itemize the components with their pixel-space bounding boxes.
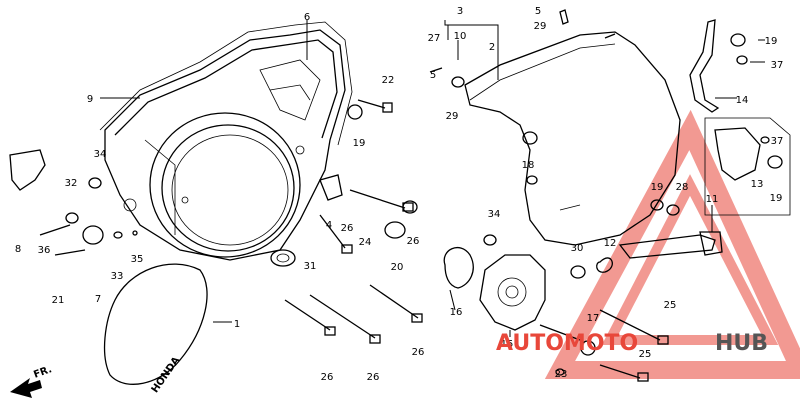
part-number-label: 1 [234, 319, 240, 330]
part-number-label: 2 [489, 42, 495, 53]
part-number-label: 27 [428, 33, 441, 44]
leader-lines [100, 20, 765, 337]
part-number-label: 26 [321, 372, 334, 383]
cover-lettering: HONDA [150, 355, 183, 395]
part-number-label: 12 [604, 238, 617, 249]
part-number-label: 16 [450, 307, 463, 318]
crankcase-cover [104, 29, 346, 261]
part-number-label: 11 [706, 194, 719, 205]
part-number-label: 31 [304, 261, 317, 272]
part-number-label: 37 [771, 136, 784, 147]
part-number-label: 5 [535, 6, 541, 17]
watermark-logo [544, 109, 800, 379]
watermark-text: AUTOMOTO HUB [496, 331, 768, 356]
part-number-label: 15 [501, 339, 514, 350]
watermark-text-secondary: HUB [715, 331, 768, 356]
upper-cover [464, 31, 681, 246]
side-cover: HONDA [103, 263, 208, 395]
part-number-label: 7 [95, 294, 101, 305]
part-number-label: 21 [52, 295, 65, 306]
part-number-label: 34 [488, 209, 501, 220]
part-number-label: 22 [382, 75, 395, 86]
part-number-label: 14 [736, 95, 749, 106]
part-number-label: 32 [65, 178, 78, 189]
part-number-label: 23 [555, 369, 568, 380]
bolts [39, 99, 669, 382]
part-number-label: 36 [38, 245, 51, 256]
part-number-label: 19 [651, 182, 664, 193]
part-number-label: 26 [407, 236, 420, 247]
part-number-label: 26 [341, 223, 354, 234]
seal [270, 249, 296, 267]
part-number-label: 24 [359, 237, 372, 248]
part-number-label: 3 [457, 6, 463, 17]
part-number-label: 19 [770, 193, 783, 204]
part-number-label: 34 [94, 149, 107, 160]
part-number-label: 25 [639, 349, 652, 360]
part-number-label: 33 [111, 271, 124, 282]
part-labels: 1234556789101112131415161718191919192021… [15, 6, 784, 383]
part-number-label: 26 [412, 347, 425, 358]
gasket [99, 21, 353, 146]
part-number-label: 4 [326, 220, 332, 231]
part-number-label: 35 [131, 254, 144, 265]
part-number-label: 17 [587, 313, 600, 324]
part-number-label: 5 [430, 70, 436, 81]
direction-label: FR. [32, 364, 53, 381]
part-number-label: 20 [391, 262, 404, 273]
small-parts [9, 9, 783, 376]
watermark-text-primary: AUTOMOTO [496, 331, 638, 356]
shift-linkage [618, 117, 791, 259]
part-number-label: 29 [446, 111, 459, 122]
part-number-label: 19 [353, 138, 366, 149]
part-number-label: 29 [534, 21, 547, 32]
part-number-label: 18 [522, 160, 535, 171]
bracket-arm [689, 19, 720, 113]
direction-arrow: FR. [10, 364, 53, 398]
part-number-label: 26 [367, 372, 380, 383]
part-number-label: 37 [771, 60, 784, 71]
part-number-label: 25 [664, 300, 677, 311]
part-number-label: 30 [571, 243, 584, 254]
o-ring [443, 246, 474, 289]
part-number-label: 19 [765, 36, 778, 47]
part-number-label: 6 [304, 12, 310, 23]
part-number-label: 9 [87, 94, 93, 105]
part-number-label: 13 [751, 179, 764, 190]
part-number-label: 8 [15, 244, 21, 255]
part-number-label: 10 [454, 31, 467, 42]
part-number-label: 28 [676, 182, 689, 193]
pump-body [479, 254, 546, 331]
